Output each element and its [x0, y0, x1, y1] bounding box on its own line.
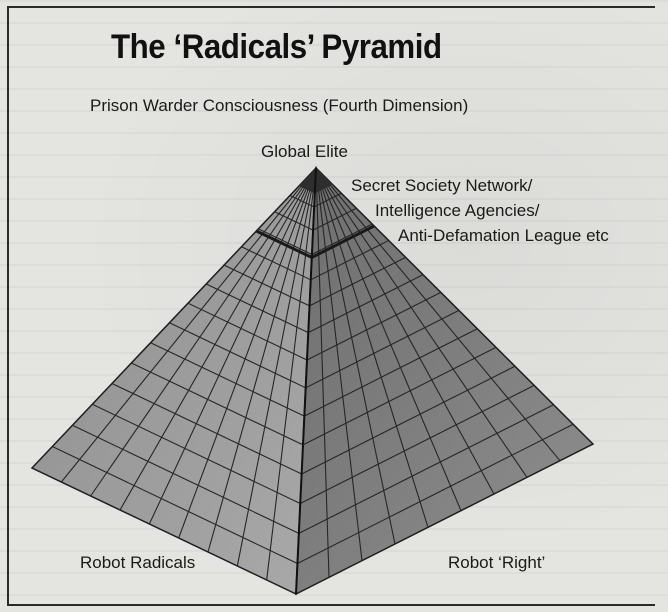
- right-grid-row-line: [297, 423, 574, 565]
- left-grid-row-line: [72, 424, 300, 534]
- left-grid-row-line: [258, 228, 313, 256]
- right-grid-row-line: [310, 239, 389, 281]
- figure-frame: [7, 6, 655, 606]
- label-fourth-dimension: Prison Warder Consciousness (Fourth Dime…: [90, 96, 469, 115]
- right-grid-row-line: [300, 384, 535, 505]
- right-grid-column-line: [315, 167, 561, 462]
- right-grid-column-line: [315, 167, 396, 545]
- page-title: The ‘Radicals’ Pyramid: [111, 28, 442, 66]
- right-grid-column-line: [315, 167, 528, 478]
- label-robot-radicals: Robot Radicals: [80, 553, 196, 572]
- right-grid-row-line: [313, 192, 342, 208]
- left-grid-row-line: [92, 403, 301, 505]
- right-grid-column-line: [315, 167, 429, 528]
- right-grid-column-line: [315, 167, 330, 578]
- right-grid-column-line: [315, 167, 363, 561]
- right-grid-column-line: [315, 167, 462, 511]
- right-grid-column-line: [315, 167, 495, 495]
- label-secret-society-line1: Secret Society Network/: [351, 176, 533, 195]
- left-grid-column-line: [236, 167, 317, 567]
- right-grid-row-line: [308, 274, 424, 334]
- right-grid-row-line: [298, 404, 554, 534]
- left-grid-row-line: [274, 211, 314, 231]
- right-grid-row-line: [304, 328, 478, 417]
- left-grid-row-line: [169, 322, 306, 389]
- left-grid-row-line: [52, 446, 298, 565]
- left-grid-row-line: [187, 302, 308, 361]
- left-grid-row-line: [206, 283, 309, 334]
- left-grid-row-line: [241, 246, 311, 281]
- right-grid-row-line: [311, 223, 373, 255]
- right-grid-row-line: [312, 207, 357, 231]
- pyramid-center-edge: [295, 167, 317, 595]
- label-secret-society-line3: Anti-Defamation League etc: [398, 226, 609, 245]
- left-grid-column-line: [266, 167, 317, 581]
- left-grid-row-line: [289, 194, 315, 208]
- left-grid-row-line: [223, 264, 310, 307]
- left-grid-column-line: [207, 167, 317, 553]
- right-grid-row-line: [305, 309, 460, 389]
- left-grid-column-line: [119, 167, 317, 511]
- label-secret-society-line2: Intelligence Agencies/: [375, 201, 540, 220]
- label-global-elite: Global Elite: [261, 142, 348, 161]
- left-grid-row-line: [150, 342, 305, 417]
- right-grid-row-line: [302, 346, 497, 446]
- pyramid-right-grid: [297, 167, 574, 578]
- left-grid-column-line: [148, 167, 317, 525]
- right-grid-row-line: [309, 256, 406, 307]
- pyramid-left-grid: [52, 167, 317, 581]
- right-grid-row-line: [301, 365, 516, 475]
- left-grid-column-line: [178, 167, 317, 539]
- left-grid-column-line: [60, 167, 317, 483]
- label-robot-right: Robot ‘Right’: [448, 553, 546, 572]
- right-grid-row-line: [306, 291, 442, 361]
- left-grid-row-line: [111, 383, 302, 475]
- left-grid-row-line: [131, 362, 304, 446]
- left-grid-column-line: [90, 167, 317, 497]
